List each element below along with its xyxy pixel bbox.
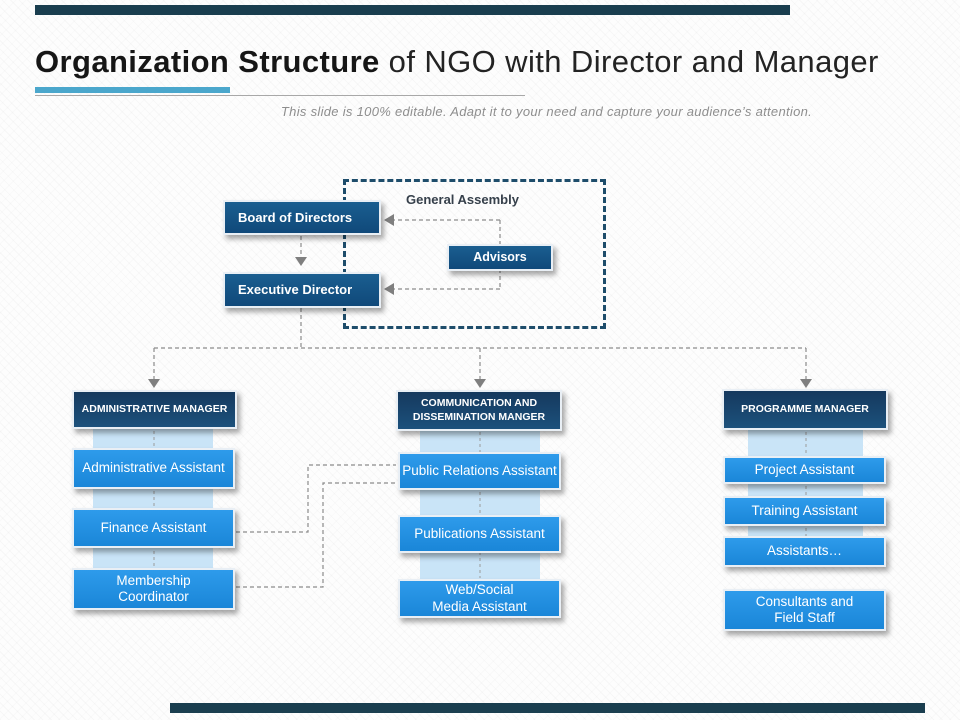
arrowhead-down-icon [148, 379, 160, 388]
header-communication-dissemination-manager: COMMUNICATION AND DISSEMINATION MANGER [396, 390, 562, 431]
arrowhead-down-icon [474, 379, 486, 388]
header-programme-manager: PROGRAMME MANAGER [722, 389, 888, 430]
node-training-assistant: Training Assistant [723, 496, 886, 526]
slide-subtitle: This slide is 100% editable. Adapt it to… [280, 104, 813, 119]
node-consultants-and-field-staff: Consultants and Field Staff [723, 589, 886, 631]
general-assembly-label: General Assembly [406, 192, 519, 207]
title-underline-accent [35, 87, 230, 93]
node-administrative-assistant: Administrative Assistant [72, 448, 235, 489]
node-membership-coordinator: Membership Coordinator [72, 568, 235, 610]
node-board-of-directors: Board of Directors [223, 200, 381, 235]
page-title-emphasis: Organization Structure [35, 44, 380, 79]
bottom-accent-bar [170, 703, 925, 713]
node-executive-director: Executive Director [223, 272, 381, 308]
arrowhead-down-icon [800, 379, 812, 388]
node-project-assistant: Project Assistant [723, 456, 886, 484]
node-assistants: Assistants… [723, 536, 886, 567]
header-administrative-manager: ADMINISTRATIVE MANAGER [72, 390, 237, 429]
node-web-social-media-assistant: Web/Social Media Assistant [398, 579, 561, 618]
top-accent-bar [35, 5, 790, 15]
arrowhead-down-icon [295, 257, 307, 266]
node-finance-assistant: Finance Assistant [72, 508, 235, 548]
node-public-relations-assistant: Public Relations Assistant [398, 452, 561, 490]
node-advisors: Advisors [447, 244, 553, 271]
node-publications-assistant: Publications Assistant [398, 515, 561, 553]
title-underline-rule [35, 95, 525, 96]
general-assembly-frame: General Assembly [343, 179, 606, 329]
page-title-rest: of NGO with Director and Manager [388, 44, 879, 79]
